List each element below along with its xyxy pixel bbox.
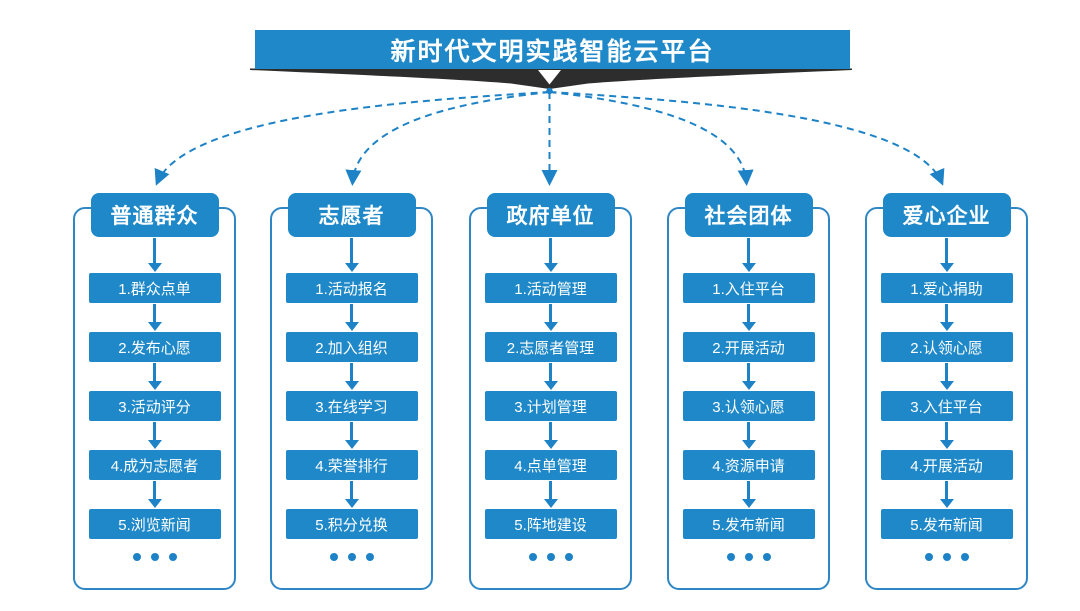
down-arrow-icon [147,304,162,331]
down-arrow-icon [939,238,954,272]
down-arrow-icon [741,481,756,508]
flow-step: 4.荣誉排行 [285,450,418,480]
ellipsis-dots [329,553,374,561]
down-arrow-icon [543,304,558,331]
flow-step: 3.入住平台 [880,391,1013,421]
down-arrow-icon [344,238,359,272]
flow-step: 4.开展活动 [880,450,1013,480]
column-header: 志愿者 [287,193,416,237]
down-arrow-icon [543,481,558,508]
down-arrow-icon [939,481,954,508]
flow-step: 3.计划管理 [484,391,617,421]
flow-step: 2.认领心愿 [880,332,1013,362]
dashed-connector [345,91,550,186]
dashed-connector [154,91,550,186]
flow-step: 3.在线学习 [285,391,418,421]
flow-step: 2.开展活动 [682,332,815,362]
down-arrow-icon [344,304,359,331]
flow-step: 1.入住平台 [682,273,815,303]
flow-step: 4.点单管理 [484,450,617,480]
flow-column-zhengfu-danwei: 政府单位 1.活动管理 2.志愿者管理 3.计划管理 4.点单管理 5.阵地建设 [469,193,632,590]
flow-step: 1.爱心捐助 [880,273,1013,303]
flow-step: 1.群众点单 [88,273,221,303]
down-arrow-icon [741,238,756,272]
ellipsis-dots [132,553,177,561]
flow-step: 1.活动报名 [285,273,418,303]
down-arrow-icon [741,363,756,390]
down-arrow-icon [543,422,558,449]
down-arrow-icon [543,363,558,390]
flow-step: 5.浏览新闻 [88,509,221,539]
down-arrow-icon [344,422,359,449]
down-arrow-icon [939,304,954,331]
down-arrow-icon [147,422,162,449]
ellipsis-dots [528,553,573,561]
flow-step: 2.志愿者管理 [484,332,617,362]
dashed-connector [549,91,754,186]
column-header: 普通群众 [90,193,219,237]
down-arrow-icon [939,363,954,390]
down-arrow-icon [344,481,359,508]
flow-step: 4.成为志愿者 [88,450,221,480]
flow-step: 3.活动评分 [88,391,221,421]
down-arrow-icon [939,422,954,449]
flow-step: 4.资源申请 [682,450,815,480]
flow-column-aixin-qiye: 爱心企业 1.爱心捐助 2.认领心愿 3.入住平台 4.开展活动 5.发布新闻 [865,193,1028,590]
flow-column-putong-qunzhong: 普通群众 1.群众点单 2.发布心愿 3.活动评分 4.成为志愿者 5.浏览新闻 [73,193,236,590]
dashed-connector [549,91,945,186]
column-header: 社会团体 [684,193,813,237]
flow-step: 1.活动管理 [484,273,617,303]
flow-step: 5.发布新闻 [682,509,815,539]
flow-step: 5.发布新闻 [880,509,1013,539]
flow-column-shehui-tuanti: 社会团体 1.入住平台 2.开展活动 3.认领心愿 4.资源申请 5.发布新闻 [667,193,830,590]
down-arrow-icon [543,238,558,272]
down-arrow-icon [741,304,756,331]
down-arrow-icon [344,363,359,390]
platform-title-banner: 新时代文明实践智能云平台 [255,30,850,69]
column-header: 爱心企业 [882,193,1011,237]
down-arrow-icon [147,363,162,390]
down-arrow-icon [147,481,162,508]
ellipsis-dots [924,553,969,561]
flow-step: 2.发布心愿 [88,332,221,362]
flow-step: 2.加入组织 [285,332,418,362]
down-arrow-icon [538,70,561,85]
flow-column-zhiyuanzhe: 志愿者 1.活动报名 2.加入组织 3.在线学习 4.荣誉排行 5.积分兑换 [270,193,433,590]
platform-title: 新时代文明实践智能云平台 [390,37,715,66]
ellipsis-dots [726,553,771,561]
flow-step: 5.阵地建设 [484,509,617,539]
down-arrow-icon [147,238,162,272]
flow-step: 5.积分兑换 [285,509,418,539]
flow-step: 3.认领心愿 [682,391,815,421]
column-header: 政府单位 [486,193,615,237]
down-arrow-icon [741,422,756,449]
